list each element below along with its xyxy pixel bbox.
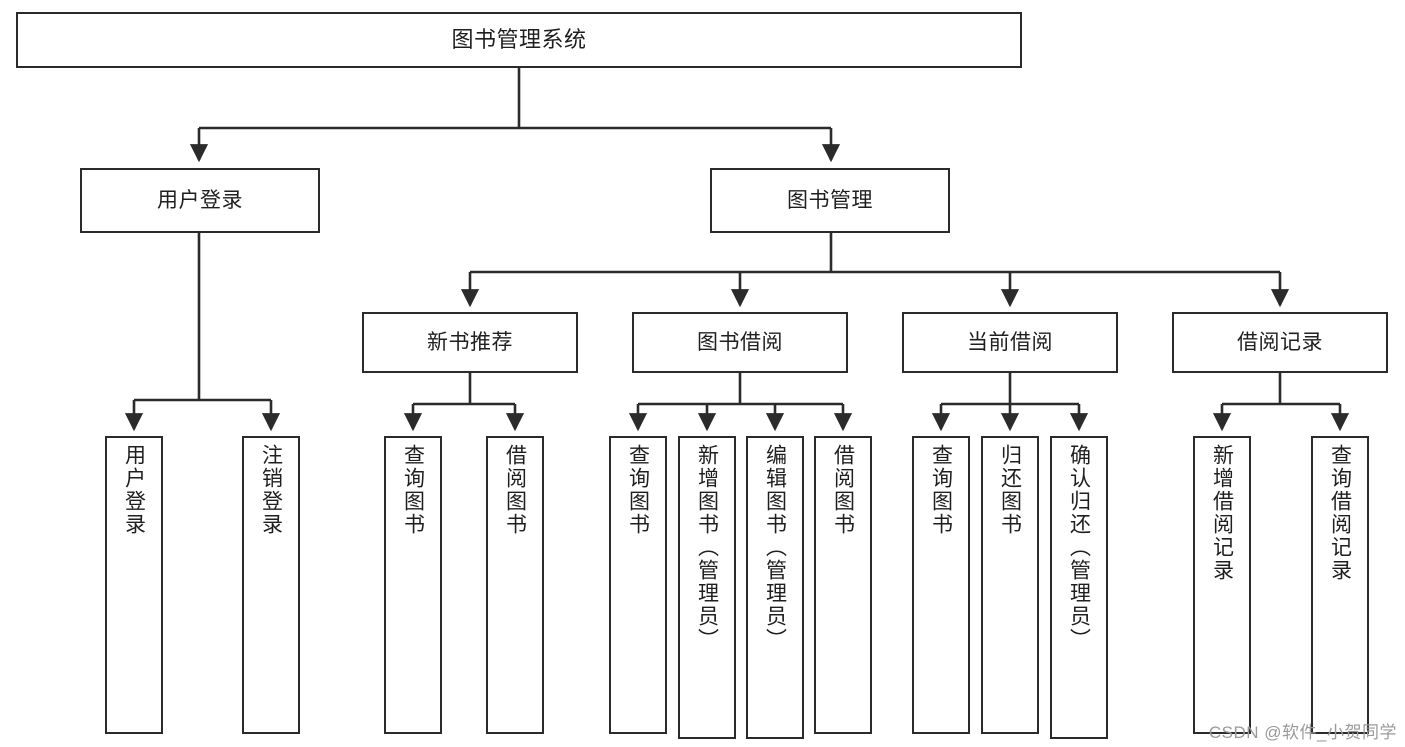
node-borrow-record[interactable]: 借阅记录: [1172, 312, 1388, 373]
leaf-borrow-book[interactable]: 借阅图书: [814, 436, 872, 734]
leaf-add-borrow-record[interactable]: 新增借阅记录: [1193, 436, 1251, 734]
leaf-confirm-return-admin-label: 确认归还（管理员）: [1067, 444, 1091, 651]
node-borrow-record-label: 借阅记录: [1237, 330, 1323, 354]
leaf-return-book[interactable]: 归还图书: [981, 436, 1039, 734]
leaf-newbook-borrow-book[interactable]: 借阅图书: [486, 436, 544, 734]
leaf-newbook-query-book-label: 查询图书: [401, 444, 425, 536]
leaf-current-query-book-label: 查询图书: [929, 444, 953, 536]
leaf-edit-book-admin[interactable]: 编辑图书（管理员）: [746, 436, 804, 739]
node-current-borrow[interactable]: 当前借阅: [902, 312, 1118, 373]
leaf-borrow-book-label: 借阅图书: [831, 444, 855, 536]
node-user-login-label: 用户登录: [157, 188, 243, 212]
leaf-logout-login-label: 注销登录: [259, 444, 283, 536]
csdn-watermark: CSDN @软件_小贺同学: [1208, 723, 1397, 742]
leaf-newbook-query-book[interactable]: 查询图书: [384, 436, 442, 734]
leaf-query-borrow-record-label: 查询借阅记录: [1328, 444, 1352, 582]
node-root-label: 图书管理系统: [451, 26, 587, 52]
node-book-manage-label: 图书管理: [787, 188, 873, 212]
node-user-login[interactable]: 用户登录: [80, 168, 320, 233]
node-current-borrow-label: 当前借阅: [967, 330, 1053, 354]
node-new-book-recommend[interactable]: 新书推荐: [362, 312, 578, 373]
node-book-borrow[interactable]: 图书借阅: [632, 312, 848, 373]
leaf-add-book-admin-label: 新增图书（管理员）: [695, 444, 719, 651]
node-book-manage[interactable]: 图书管理: [710, 168, 950, 233]
leaf-newbook-borrow-book-label: 借阅图书: [503, 444, 527, 536]
node-root[interactable]: 图书管理系统: [16, 12, 1022, 68]
leaf-logout-login[interactable]: 注销登录: [242, 436, 300, 734]
leaf-user-login[interactable]: 用户登录: [105, 436, 163, 734]
node-book-borrow-label: 图书借阅: [697, 330, 783, 354]
node-new-book-recommend-label: 新书推荐: [427, 330, 513, 354]
leaf-borrow-query-book[interactable]: 查询图书: [609, 436, 667, 734]
leaf-user-login-label: 用户登录: [122, 444, 146, 536]
leaf-confirm-return-admin[interactable]: 确认归还（管理员）: [1050, 436, 1108, 739]
leaf-add-book-admin[interactable]: 新增图书（管理员）: [678, 436, 736, 739]
leaf-edit-book-admin-label: 编辑图书（管理员）: [763, 444, 787, 651]
leaf-borrow-query-book-label: 查询图书: [626, 444, 650, 536]
leaf-current-query-book[interactable]: 查询图书: [912, 436, 970, 734]
leaf-add-borrow-record-label: 新增借阅记录: [1210, 444, 1234, 582]
leaf-query-borrow-record[interactable]: 查询借阅记录: [1311, 436, 1369, 734]
leaf-return-book-label: 归还图书: [998, 444, 1022, 536]
